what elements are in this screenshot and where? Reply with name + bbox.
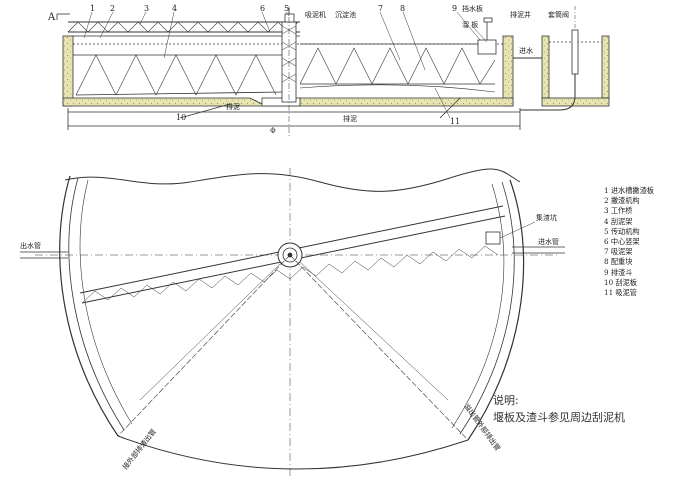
callout-11: 11 xyxy=(450,117,460,126)
legend-item: 8 配重块 xyxy=(604,257,633,267)
well-wall-left xyxy=(541,35,550,99)
callout-6: 6 xyxy=(260,4,265,13)
section-labels: 吸泥机 沉淀池 挡水板 溜 板 排泥井 套筒阀 进水 排泥 排泥 Φ xyxy=(226,4,569,135)
callout-8: 8 xyxy=(400,4,405,13)
label-outlet-pipe: 出水管 xyxy=(20,241,41,250)
break-line xyxy=(64,168,521,192)
callout-9: 9 xyxy=(452,4,457,13)
section-callouts: 1 2 3 4 6 5 7 8 9 10 11 xyxy=(90,4,460,126)
well-wall-right xyxy=(601,35,610,99)
legend-item: 10 刮泥板 xyxy=(604,277,637,287)
legend-item: 3 工作桥 xyxy=(604,206,633,216)
label-inlet-pipe: 进水管 xyxy=(538,237,559,246)
legend-item: 5 传动机构 xyxy=(604,226,640,236)
legend-item: 7 吸泥架 xyxy=(604,247,633,257)
label-radial-left: 接外部排渣出管 xyxy=(120,427,157,471)
callout-5: 5 xyxy=(284,4,289,13)
label-scum-board: 挡水板 xyxy=(462,4,483,13)
callout-7: 7 xyxy=(378,4,383,13)
callout-3: 3 xyxy=(144,4,149,13)
legend-item: 9 排渣斗 xyxy=(604,267,633,277)
view-label: A xyxy=(47,12,56,23)
label-scum-well: 集渣坑 xyxy=(536,213,557,222)
legend-item: 2 撇渣机构 xyxy=(604,196,640,206)
component-legend: 1 进水槽撇渣板 2 撇渣机构 3 工作桥 4 刮泥架 5 传动机构 6 中心竖… xyxy=(604,186,678,298)
label-sedimentation-tank: 沉淀池 xyxy=(335,10,356,19)
callout-1: 1 xyxy=(90,4,95,13)
plan-view xyxy=(20,168,565,478)
callout-4: 4 xyxy=(172,4,177,13)
legend-item: 6 中心竖架 xyxy=(604,237,640,247)
tank-wall-right xyxy=(502,35,514,107)
label-sludge-well: 排泥井 xyxy=(510,10,531,19)
legend-item: 1 进水槽撇渣板 xyxy=(604,186,654,195)
label-sludge-discharge-1: 排泥 xyxy=(226,102,240,111)
label-sleeve-valve: 套筒阀 xyxy=(548,10,569,19)
section-view: A xyxy=(47,6,610,136)
callout-10: 10 xyxy=(176,113,186,122)
sleeve-valve xyxy=(571,29,579,75)
callout-2: 2 xyxy=(110,4,115,13)
legend-item: 4 刮泥架 xyxy=(604,216,633,226)
tank-wall-left xyxy=(62,35,74,107)
label-sludge-discharge-2: 排泥 xyxy=(343,114,357,123)
legend-item: 11 吸泥管 xyxy=(604,288,637,298)
label-water-inlet: 进水 xyxy=(519,46,533,55)
label-weir-board: 溜 板 xyxy=(462,20,478,29)
note-title: 说明: xyxy=(493,394,519,407)
note-text: 堰板及渣斗参见周边刮泥机 xyxy=(493,411,625,424)
label-diameter: Φ xyxy=(270,127,276,135)
label-sludge-suction: 吸泥机 xyxy=(305,10,326,19)
notes-block: 说明: 堰板及渣斗参见周边刮泥机 xyxy=(493,392,625,426)
